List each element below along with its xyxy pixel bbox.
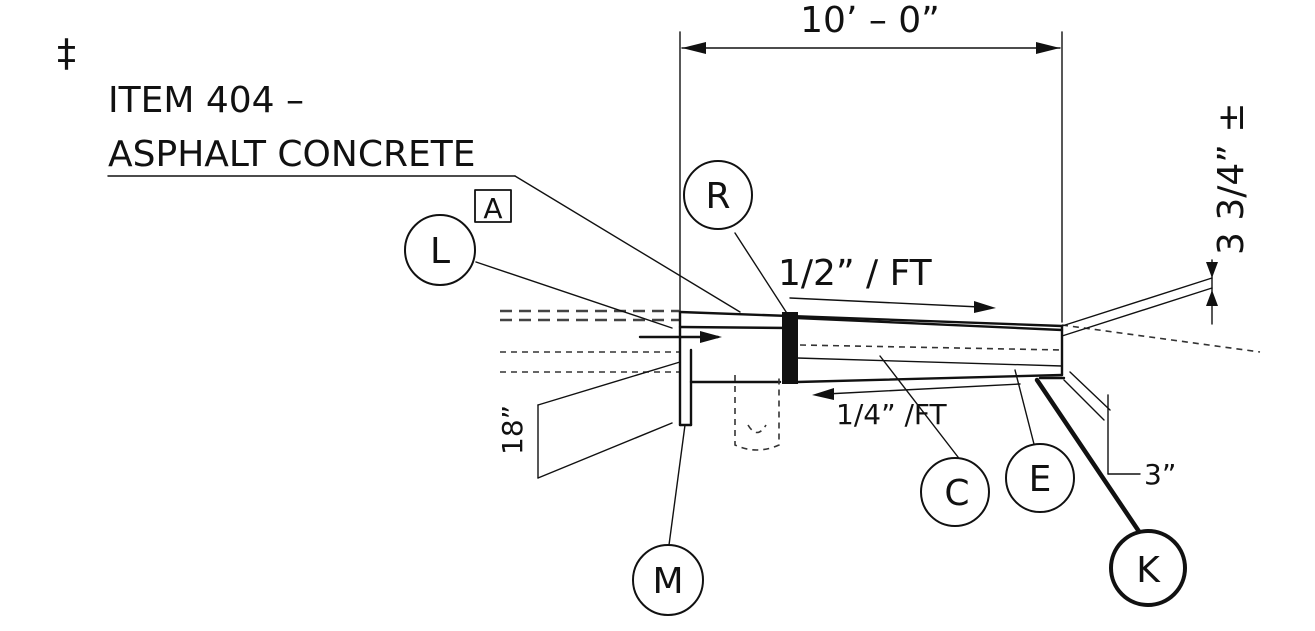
- callout-m-label: M: [652, 561, 683, 602]
- width-dimension-label: 10’ – 0”: [800, 0, 940, 41]
- callout-m: M: [632, 544, 704, 616]
- height-dimension-label: 3 3/4” ±: [1211, 102, 1252, 255]
- callout-k: K: [1109, 529, 1187, 607]
- section-box-a: A: [474, 189, 512, 225]
- depth-dimension-label: 18”: [496, 405, 529, 455]
- thickness-dimension: 3”: [1063, 371, 1176, 491]
- shoulder-slope: 3 3/4” ±: [1061, 102, 1252, 337]
- callout-e-label: E: [1029, 459, 1052, 500]
- pavement-section: [678, 310, 1066, 451]
- note-line-2: ASPHALT CONCRETE: [108, 134, 475, 175]
- callout-k-label: K: [1136, 550, 1161, 591]
- width-dimension: 10’ – 0”: [679, 0, 1063, 323]
- material-note: ‡ ITEM 404 – ASPHALT CONCRETE: [57, 31, 741, 313]
- callout-e: E: [1005, 443, 1075, 513]
- callout-r: R: [683, 160, 753, 230]
- bottom-slope-label: 1/4” /FT: [836, 398, 948, 431]
- callout-c-label: C: [944, 473, 969, 514]
- joint-r-bar: [782, 312, 798, 384]
- thickness-dimension-label: 3”: [1144, 458, 1176, 491]
- box-a-label: A: [483, 192, 502, 225]
- callout-c: C: [920, 457, 990, 527]
- top-slope-label: 1/2” / FT: [778, 253, 933, 294]
- depth-dimension: 18”: [496, 361, 681, 479]
- leader-lines: [475, 232, 1143, 546]
- callout-l: L: [404, 214, 476, 286]
- existing-ground-lines: [500, 309, 1261, 373]
- note-marker-icon: ‡: [57, 31, 76, 75]
- callout-r-label: R: [705, 176, 730, 217]
- note-line-1: ITEM 404 –: [108, 80, 304, 121]
- slope-arrows: 1/2” / FT 1/4” /FT: [778, 253, 1021, 431]
- callout-l-label: L: [430, 231, 450, 272]
